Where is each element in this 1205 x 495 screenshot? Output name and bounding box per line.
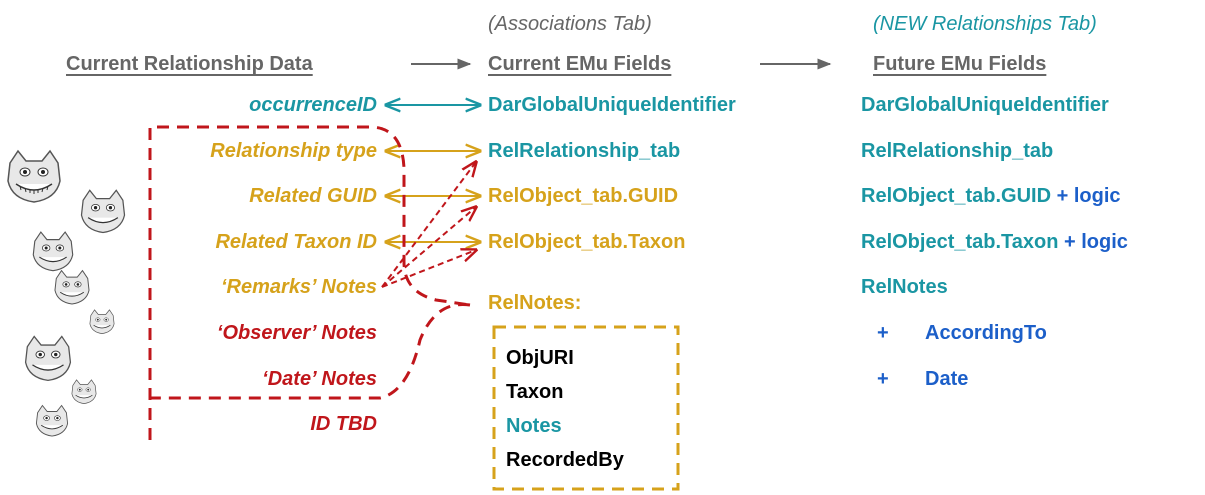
relnotes-objuri: ObjURI [506,347,574,369]
cheshire-cat-icon [34,403,70,443]
rel-object-taxon-field: RelObject_tab.Taxon [488,231,686,253]
current-emu-fields-header: Current EMu Fields [488,53,672,75]
cheshire-cat-icon [78,187,128,240]
relationship-type-label: Relationship type [210,140,377,162]
cheshire-cat-icon [30,229,76,278]
id-tbd-label: ID TBD [310,413,377,435]
remarks-to-guid-arrow [381,207,476,288]
future-rel-object-taxon: RelObject_tab.Taxon [861,231,1059,253]
future-dar-global-unique-identifier: DarGlobalUniqueIdentifier [861,94,1109,116]
rel-notes-field: RelNotes: [488,292,582,314]
related-taxon-id-label: Related Taxon ID [215,231,377,253]
related-guid-label: Related GUID [249,185,377,207]
according-to-plus: + [877,322,889,344]
relnotes-notes: Notes [506,415,562,437]
future-rel-object-taxon-row: RelObject_tab.Taxon + logic [861,230,1128,254]
relnotes-box [492,325,680,491]
relnotes-recordedby: RecordedBy [506,449,624,471]
cheshire-cat-icon [88,308,116,340]
date-notes-label: ‘Date’ Notes [262,368,377,390]
guid-logic-note: + logic [1056,185,1121,207]
rel-object-guid-field: RelObject_tab.GUID [488,185,679,207]
red-dashed-group-outline [148,125,471,440]
cheshire-cat-icon [4,147,64,210]
according-to-subfield: AccordingTo [925,322,1047,344]
cheshire-cat-icon [52,268,92,311]
future-rel-notes: RelNotes [861,276,948,298]
future-emu-fields-header: Future EMu Fields [873,53,1047,75]
associations-tab-label: (Associations Tab) [488,13,652,35]
new-relationships-tab-label: (NEW Relationships Tab) [873,13,1097,35]
taxon-logic-note: + logic [1064,231,1128,253]
dar-global-unique-identifier-field: DarGlobalUniqueIdentifier [488,94,736,116]
future-rel-relationship-tab: RelRelationship_tab [861,140,1054,162]
remarks-notes-label: ‘Remarks’ Notes [221,276,377,298]
occurrence-id-label: occurrenceID [249,94,377,116]
future-rel-object-guid-row: RelObject_tab.GUID + logic [861,184,1121,208]
rel-relationship-tab-field: RelRelationship_tab [488,140,681,162]
cheshire-cat-icon [70,378,98,410]
cheshire-cat-icon [22,333,74,388]
remarks-to-relationship-arrow [381,162,476,288]
current-relationship-data-header: Current Relationship Data [66,53,313,75]
remarks-to-taxon-arrow [381,250,476,288]
date-subfield: Date [925,368,969,390]
date-plus: + [877,368,889,390]
future-rel-object-guid: RelObject_tab.GUID [861,185,1052,207]
relnotes-taxon: Taxon [506,381,564,403]
observer-notes-label: ‘Observer’ Notes [216,322,377,344]
